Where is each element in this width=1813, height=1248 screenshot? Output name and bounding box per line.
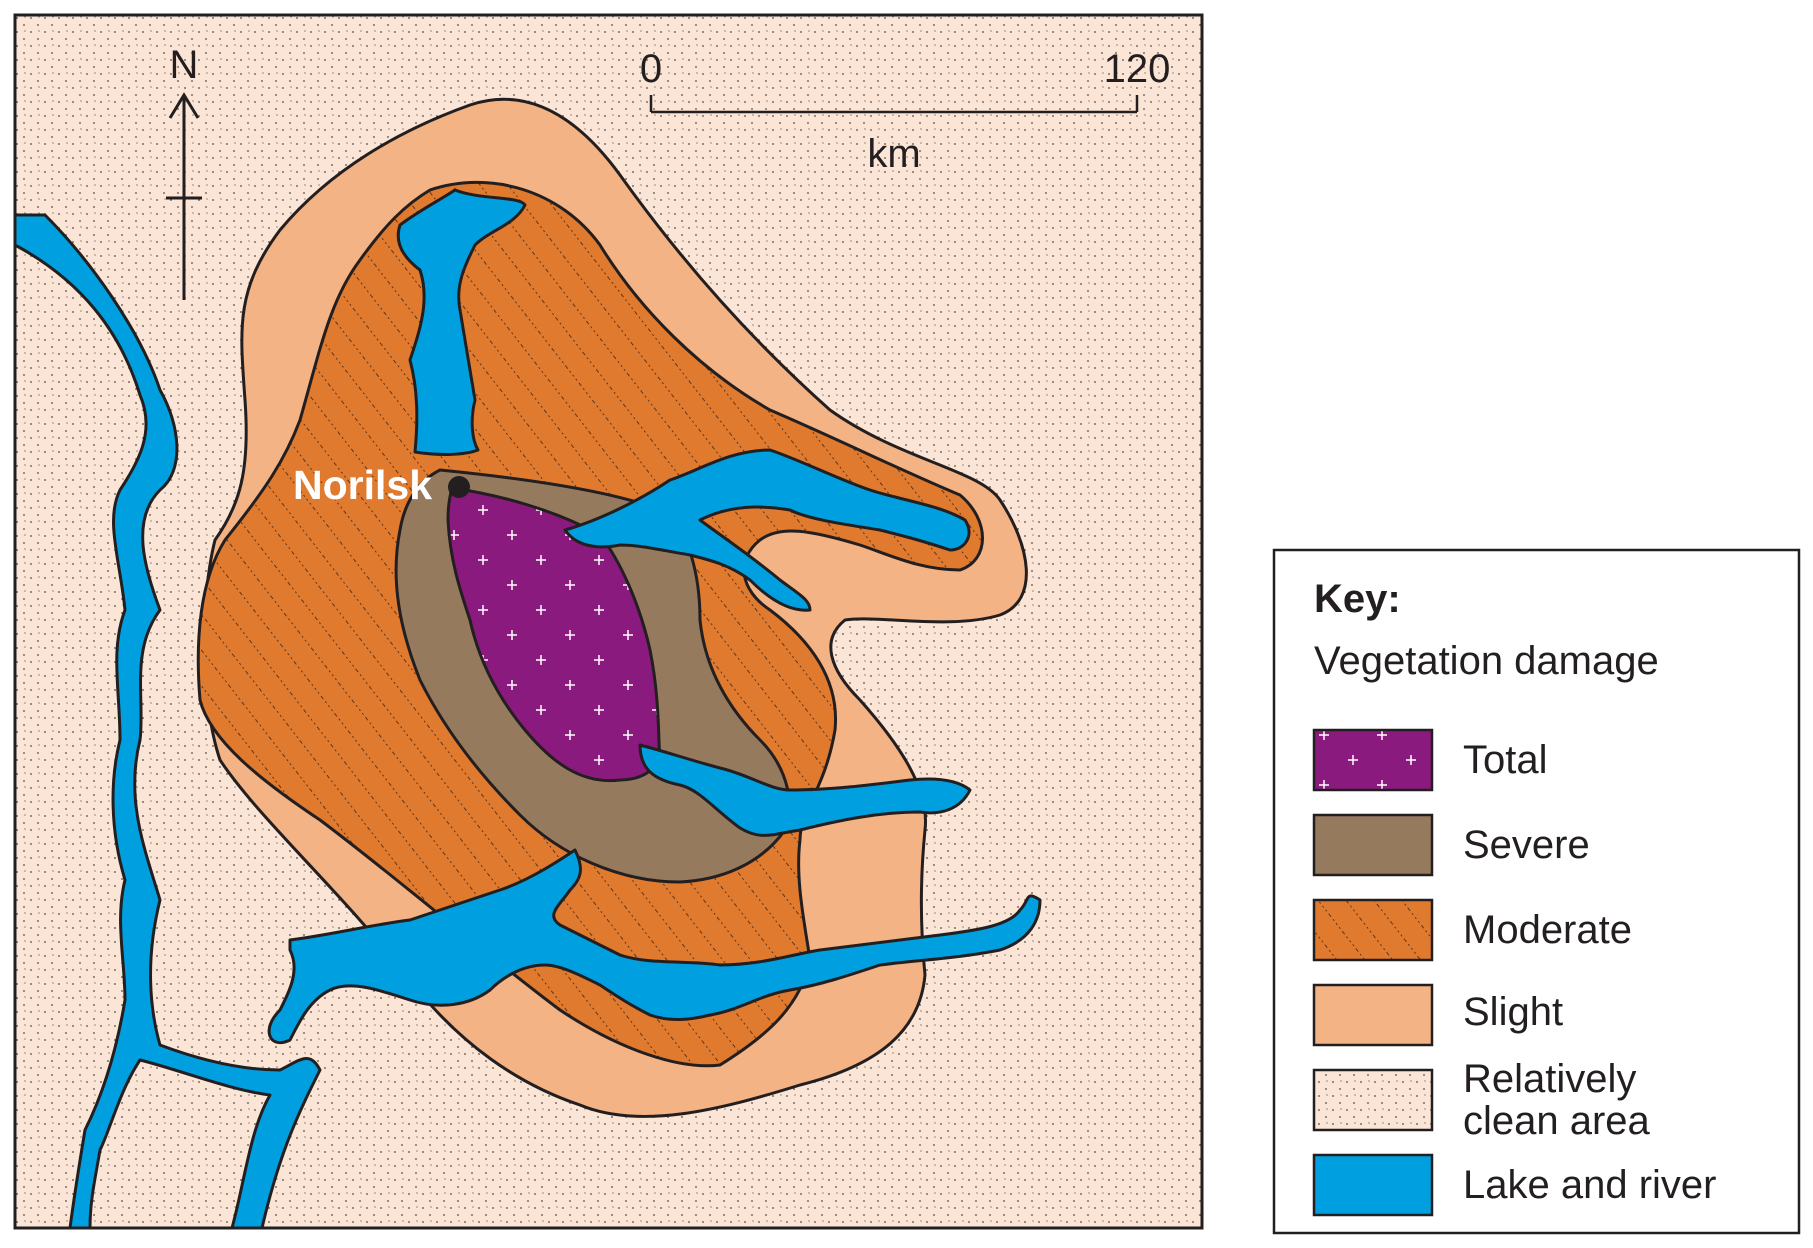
key-label-total: Total xyxy=(1463,738,1548,782)
norilsk-marker xyxy=(448,476,470,498)
key-label-slight: Slight xyxy=(1463,990,1563,1034)
key-swatch-slight xyxy=(1312,983,1434,1047)
map-zones xyxy=(196,97,1028,1118)
key-label-water: Lake and river xyxy=(1463,1163,1716,1207)
key-swatch-clean xyxy=(1312,1068,1434,1132)
key-label-moderate: Moderate xyxy=(1463,908,1632,952)
eastern-lake xyxy=(563,448,971,612)
scale-bar xyxy=(649,95,1139,114)
scale-end-label: 120 xyxy=(1104,47,1171,91)
key-swatch-total xyxy=(1312,728,1434,792)
key-title: Key: xyxy=(1314,577,1401,621)
northern-lake xyxy=(396,188,527,456)
key-label-severe: Severe xyxy=(1463,823,1590,867)
key-swatch-severe xyxy=(1312,813,1434,877)
key-label-clean-1: Relatively xyxy=(1463,1057,1636,1101)
key-swatch-water xyxy=(1312,1153,1434,1217)
key-subtitle: Vegetation damage xyxy=(1314,639,1659,683)
key-swatches xyxy=(1312,728,1434,1217)
southern-river xyxy=(638,743,972,837)
scale-start-label: 0 xyxy=(640,47,662,91)
north-label: N xyxy=(170,43,199,87)
norilsk-label: Norilsk xyxy=(293,462,432,508)
key-label-clean-2: clean area xyxy=(1463,1099,1651,1143)
western-river xyxy=(13,213,322,1230)
water-features xyxy=(13,188,1042,1230)
southwest-lake xyxy=(267,848,1042,1045)
north-arrow xyxy=(166,92,202,300)
scale-unit-label: km xyxy=(867,132,920,176)
key-swatch-moderate xyxy=(1312,898,1434,962)
